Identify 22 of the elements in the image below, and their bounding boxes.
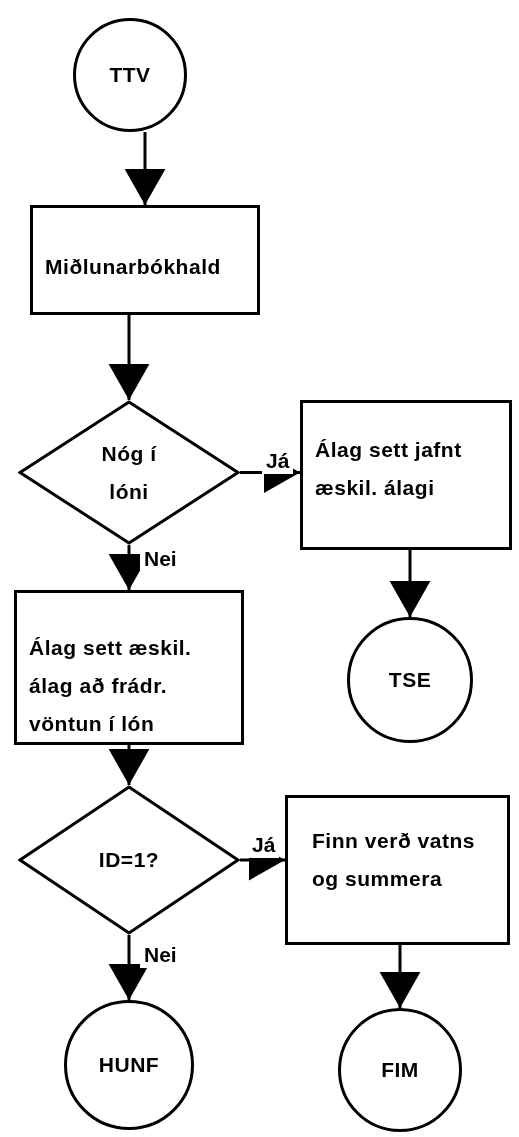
- arrow: [124, 132, 166, 205]
- node-text: TSE: [388, 667, 432, 693]
- arrow: [108, 935, 150, 1000]
- process-box: [285, 795, 510, 945]
- arrow: [389, 550, 431, 617]
- arrow: [108, 745, 150, 785]
- node-text: Finn verð vatns og summera: [312, 828, 477, 892]
- arrow: [108, 315, 150, 400]
- process-box: [14, 590, 244, 745]
- decision-diamond: [18, 400, 240, 545]
- node-text: HUNF: [98, 1052, 160, 1078]
- arrow: [379, 945, 421, 1008]
- node-text: Miðlunarbókhald: [45, 254, 221, 280]
- node-text: TTV: [109, 62, 151, 88]
- node-text: FIM: [381, 1057, 419, 1083]
- process-box: [300, 400, 512, 550]
- decision-diamond: [18, 785, 240, 935]
- node-text: Álag sett jafnt æskil. álagi: [315, 437, 463, 501]
- process-box: [30, 205, 260, 315]
- node-text: ID=1?: [98, 848, 160, 871]
- node-text: Álag sett æskil. álag að frádr. vöntun í lón: [29, 635, 193, 737]
- node-text: Nóg í lóni: [101, 441, 157, 503]
